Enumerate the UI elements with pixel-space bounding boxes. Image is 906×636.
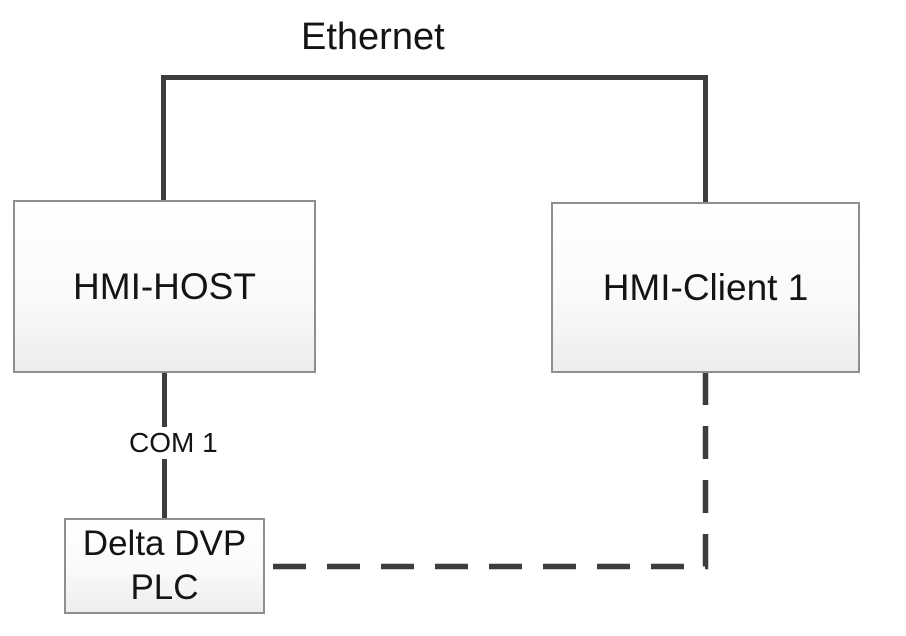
client-plc-dashed-line <box>264 372 709 570</box>
node-hmi-client-1-label: HMI-Client 1 <box>602 266 809 308</box>
ethernet-connector-line <box>161 75 708 204</box>
com1-label: COM 1 <box>126 427 221 459</box>
ethernet-label: Ethernet <box>301 16 445 58</box>
node-delta-dvp-plc: Delta DVP PLC <box>64 518 265 614</box>
node-hmi-client-1: HMI-Client 1 <box>551 202 860 373</box>
node-delta-dvp-plc-label: Delta DVP PLC <box>82 523 247 607</box>
node-hmi-host-label: HMI-HOST <box>73 265 256 307</box>
node-hmi-host: HMI-HOST <box>13 200 316 373</box>
